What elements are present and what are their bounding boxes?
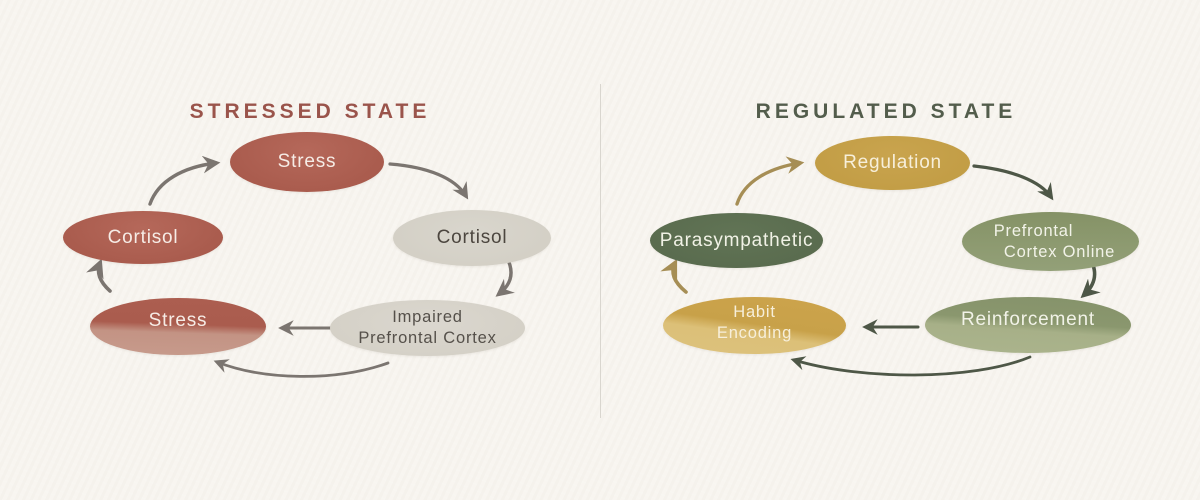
bottom-curved-arrow-impaired-pfc-to-stress (213, 359, 390, 378)
curved-arrow-cortisol-to-stress (148, 155, 221, 206)
node-cortisol-right: Cortisol (393, 210, 551, 266)
node-prefrontal-cortex-online: Prefrontal Cortex Online (962, 212, 1139, 271)
stressed-state-title: STRESSED STATE (189, 100, 431, 124)
curved-arrow-regulation-to-pfc-online (972, 164, 1054, 201)
node-label-line: Habit (733, 302, 776, 321)
node-label: Cortisol (436, 227, 508, 249)
node-parasympathetic: Parasympathetic (650, 213, 823, 268)
node-label: Stress (148, 309, 208, 331)
node-reinforcement: Reinforcement (925, 297, 1131, 353)
curved-arrow-stress-to-cortisol (388, 162, 469, 200)
node-label: Reinforcement (961, 309, 1095, 331)
node-cortisol-left: Cortisol (63, 211, 223, 264)
node-label: Stress (277, 151, 337, 173)
node-stress-top: Stress (230, 132, 384, 192)
node-label-line: Encoding (716, 323, 793, 342)
node-label: Cortisol (107, 226, 179, 248)
curved-arrow-stress-to-cortisol-up (86, 258, 112, 293)
node-label-line: Cortex Online (1003, 242, 1116, 261)
panel-divider (600, 84, 601, 418)
bottom-curved-arrow-reinforcement-to-habit-encoding (790, 355, 1032, 377)
node-label-line: Impaired (392, 308, 463, 327)
node-habit-encoding: Habit Encoding (663, 297, 846, 354)
node-stress-bottom: Stress (90, 298, 266, 355)
node-label-line: Prefrontal Cortex (358, 329, 497, 347)
node-impaired-prefrontal-cortex: Impaired Prefrontal Cortex (330, 300, 525, 356)
node-label: Parasympathetic (659, 229, 814, 251)
node-regulation: Regulation (815, 136, 970, 190)
node-label-line: Prefrontal (993, 221, 1074, 240)
curved-arrow-habit-encoding-to-parasympathetic (660, 258, 688, 294)
node-label: Regulation (843, 152, 942, 174)
regulated-state-title: REGULATED STATE (755, 100, 1017, 124)
curved-arrow-parasympathetic-to-regulation (735, 156, 805, 206)
